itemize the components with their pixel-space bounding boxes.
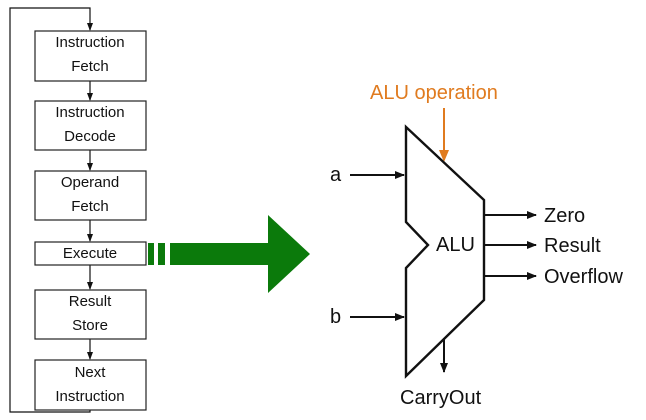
- stage-line1: Result: [69, 293, 112, 310]
- result-output-label: Result: [544, 235, 601, 257]
- stage-line2: Fetch: [71, 58, 109, 75]
- stage-line1: Execute: [63, 245, 117, 262]
- stage-operand-fetch: Operand Fetch: [34, 170, 147, 221]
- alu-label: ALU: [436, 234, 475, 256]
- stage-line1: Next: [75, 364, 107, 381]
- stage-line2: Store: [72, 317, 108, 334]
- stage-instruction-fetch: Instruction Fetch: [34, 30, 147, 82]
- stage-execute: Execute: [34, 241, 147, 266]
- alu-operation-label: ALU operation: [370, 82, 498, 104]
- overflow-output-label: Overflow: [544, 266, 623, 288]
- stage-line2: Instruction: [55, 388, 124, 405]
- arrow-dash-2: [158, 243, 165, 265]
- arrow-dash-1: [148, 243, 154, 265]
- alu-shape: [404, 124, 486, 379]
- stage-result-store: Result Store: [34, 289, 147, 340]
- input-b-label: b: [330, 306, 341, 328]
- green-expand-arrow: [148, 215, 310, 293]
- stage-instruction-decode: Instruction Decode: [34, 100, 147, 151]
- stage-line1: Instruction: [55, 104, 124, 121]
- stage-line1: Operand: [61, 174, 119, 191]
- carryout-label: CarryOut: [400, 387, 482, 409]
- zero-output-label: Zero: [544, 205, 585, 227]
- stage-line1: Instruction: [55, 34, 124, 51]
- stage-line2: Fetch: [71, 198, 109, 215]
- stage-next-instruction: Next Instruction: [34, 359, 147, 411]
- input-a-label: a: [330, 164, 342, 186]
- arrow-head: [170, 215, 310, 293]
- stage-line2: Decode: [64, 128, 116, 145]
